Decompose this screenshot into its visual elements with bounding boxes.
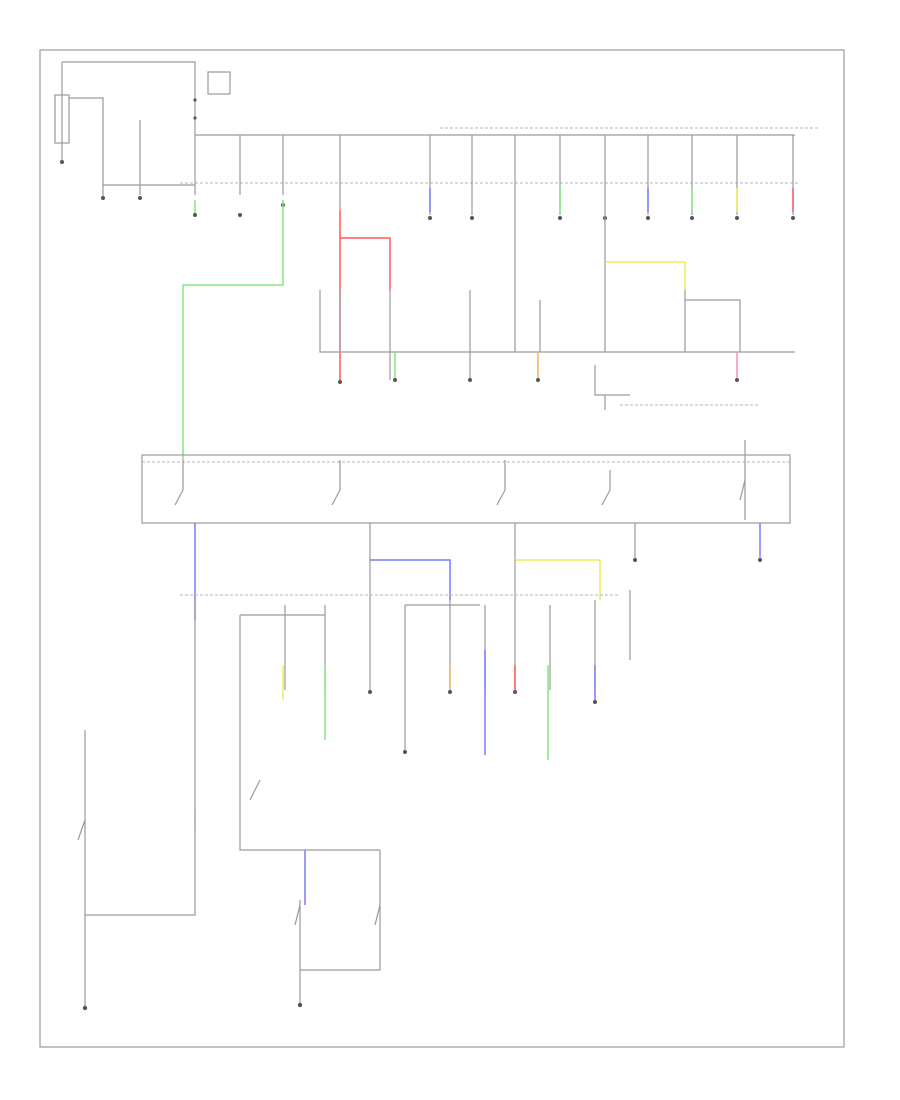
middle-relay-block xyxy=(319,215,795,410)
main-bus xyxy=(180,127,820,184)
colored-wires-lower xyxy=(282,650,597,760)
fusible-link xyxy=(193,71,231,135)
diagram-frame xyxy=(39,49,845,1048)
colored-wires-upper xyxy=(182,188,794,460)
bottom-center-relay xyxy=(239,690,381,1008)
second-bus xyxy=(180,590,631,750)
ipdm-box xyxy=(141,440,791,524)
bottom-left-relay xyxy=(77,680,196,1011)
battery-section xyxy=(54,61,196,200)
